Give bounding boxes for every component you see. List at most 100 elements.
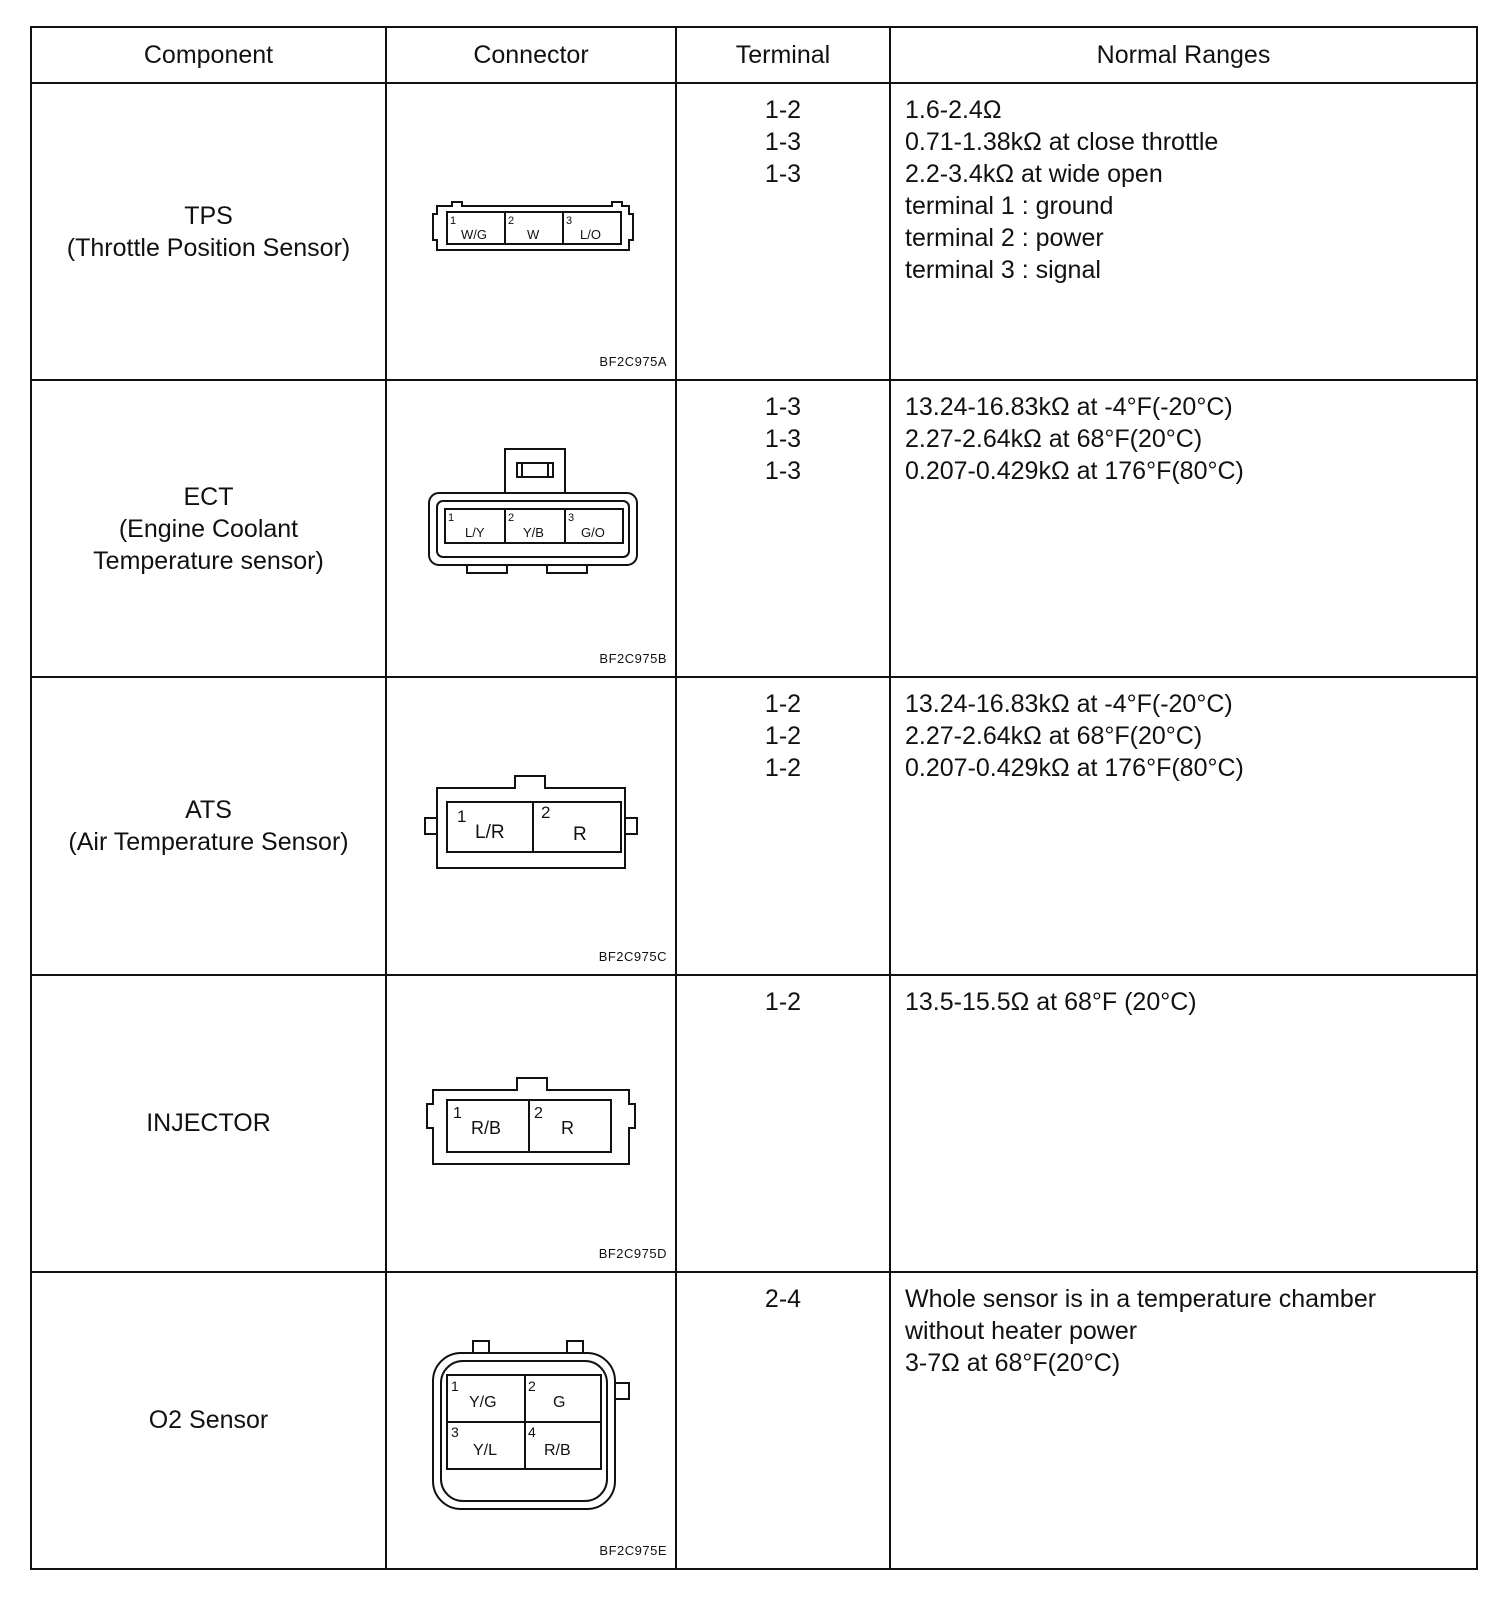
pin-number: 2 (541, 803, 550, 822)
pin-number: 2 (534, 1105, 543, 1122)
spec-sheet: Component Connector Terminal Normal Rang… (30, 26, 1478, 1571)
terminal-cell: 1-2 1-2 1-2 (675, 676, 891, 976)
pin-number: 2 (528, 1378, 536, 1394)
table-row-o2-sensor: O2 Sensor 1 (30, 1270, 1478, 1571)
figure-code: BF2C975B (599, 651, 667, 667)
component-cell: O2 Sensor (30, 1270, 387, 1571)
connector-cell: 1 R/B 2 R BF2C975D (385, 973, 677, 1273)
header-normal-ranges: Normal Ranges (889, 26, 1478, 84)
table-row-ats: ATS (Air Temperature Sensor) 1 L/R (30, 676, 1478, 976)
range-line: 13.24-16.83kΩ at -4°F(-20°C) (905, 393, 1233, 422)
pin-number: 3 (568, 512, 574, 524)
terminal-pair: 1-2 (764, 96, 802, 124)
header-component: Component (30, 26, 387, 84)
figure-code: BF2C975E (599, 1543, 667, 1558)
terminal-pair: 1-3 (764, 425, 802, 454)
pin-number: 2 (508, 215, 514, 227)
range-line: 2.27-2.64kΩ at 68°F(20°C) (905, 425, 1203, 454)
header-row: Component Connector Terminal Normal Rang… (30, 26, 1478, 84)
ect-connector-diagram: 1 L/Y 2 Y/B 3 G/O (428, 448, 638, 575)
pin-wire-label: Y/L (473, 1442, 497, 1459)
terminal-pair: 1-2 (764, 754, 802, 783)
pin-wire-label: Y/B (523, 525, 544, 540)
terminal-pair: 1-2 (764, 690, 802, 719)
range-line: 13.5-15.5Ω at 68°F (20°C) (905, 987, 1197, 1016)
pin-number: 3 (566, 215, 572, 227)
terminal-pair: 1-3 (764, 128, 802, 156)
connector-cell: 1 W/G 2 W 3 L/O BF2C975A (385, 81, 677, 382)
pin-wire-label: W/G (461, 227, 487, 242)
range-line: terminal 2 : power (905, 224, 1104, 252)
tps-connector-diagram: 1 W/G 2 W 3 L/O (432, 201, 634, 251)
range-line: terminal 3 : signal (905, 256, 1101, 284)
connector-cell: 1 L/Y 2 Y/B 3 G/O BF2C975B (385, 379, 677, 679)
range-line: 0.207-0.429kΩ at 176°F(80°C) (905, 754, 1244, 783)
pin-wire-label: L/Y (465, 525, 485, 540)
terminal-pair: 2-4 (764, 1284, 802, 1313)
component-name: INJECTOR (146, 1109, 271, 1138)
pin-wire-label: R/B (471, 1118, 501, 1138)
component-cell: ECT (Engine Coolant Temperature sensor) (30, 379, 387, 679)
injector-connector-diagram: 1 R/B 2 R (426, 1076, 636, 1165)
pin-wire-label: R (561, 1118, 574, 1138)
pin-wire-label: R/B (544, 1442, 571, 1459)
terminal-cell: 2-4 (675, 1270, 891, 1571)
component-cell: ATS (Air Temperature Sensor) (30, 676, 387, 976)
table-row-tps: TPS (Throttle Position Sensor) 1 W/G 2 (30, 81, 1478, 382)
component-description: (Air Temperature Sensor) (68, 827, 349, 856)
pin-wire-label: G (553, 1394, 565, 1411)
resistance-spec-table: Component Connector Terminal Normal Rang… (30, 26, 1478, 1571)
pin-number: 1 (448, 512, 454, 524)
terminal-cell: 1-2 (675, 973, 891, 1273)
table-row-ect: ECT (Engine Coolant Temperature sensor) (30, 379, 1478, 679)
normal-ranges-cell: 13.5-15.5Ω at 68°F (20°C) (889, 973, 1478, 1273)
pin-number: 4 (528, 1424, 536, 1440)
pin-number: 3 (451, 1424, 459, 1440)
terminal-pair: 1-3 (764, 160, 802, 188)
component-cell: INJECTOR (30, 973, 387, 1273)
component-cell: TPS (Throttle Position Sensor) (30, 81, 387, 382)
normal-ranges-cell: 1.6-2.4Ω 0.71-1.38kΩ at close throttle 2… (889, 81, 1478, 382)
terminal-cell: 1-3 1-3 1-3 (675, 379, 891, 679)
terminal-pair: 1-3 (764, 457, 802, 486)
range-line: without heater power (905, 1316, 1138, 1345)
header-connector: Connector (385, 26, 677, 84)
range-line: 0.71-1.38kΩ at close throttle (905, 128, 1219, 156)
figure-code: BF2C975D (598, 1245, 667, 1261)
pin-number: 1 (450, 215, 456, 227)
component-name: ATS (185, 795, 232, 824)
table-row-injector: INJECTOR 1 R/B 2 R BF2C975D (30, 973, 1478, 1273)
range-line: Whole sensor is in a temperature chamber (905, 1284, 1377, 1313)
pin-number: 1 (453, 1105, 462, 1122)
terminal-pair: 1-2 (764, 722, 802, 751)
pin-wire-label: L/R (475, 822, 505, 843)
component-name: TPS (184, 201, 233, 230)
component-description: (Engine Coolant (118, 514, 299, 543)
figure-code: BF2C975A (599, 354, 667, 370)
header-terminal: Terminal (675, 26, 891, 84)
ats-connector-diagram: 1 L/R 2 R (424, 775, 638, 870)
connector-cell: 1 L/R 2 R BF2C975C (385, 676, 677, 976)
pin-wire-label: Y/G (469, 1394, 497, 1411)
o2-sensor-connector-diagram: 1 Y/G 2 G 3 Y/L 4 R/B (432, 1339, 630, 1510)
normal-ranges-cell: 13.24-16.83kΩ at -4°F(-20°C) 2.27-2.64kΩ… (889, 676, 1478, 976)
terminal-cell: 1-2 1-3 1-3 (675, 81, 891, 382)
component-name: ECT (183, 482, 234, 511)
pin-wire-label: R (573, 824, 587, 845)
range-line: 2.27-2.64kΩ at 68°F(20°C) (905, 722, 1203, 751)
range-line: 3-7Ω at 68°F(20°C) (905, 1348, 1121, 1377)
pin-number: 2 (508, 512, 514, 524)
pin-number: 1 (451, 1378, 459, 1394)
connector-cell: 1 Y/G 2 G 3 Y/L 4 R/B BF2C975E (385, 1270, 677, 1571)
range-line: terminal 1 : ground (905, 192, 1114, 220)
pin-wire-label: W (527, 227, 540, 242)
range-line: 1.6-2.4Ω (905, 96, 1002, 124)
component-description: Temperature sensor) (93, 546, 324, 575)
pin-wire-label: L/O (580, 227, 601, 242)
pin-wire-label: G/O (581, 525, 605, 540)
component-name: O2 Sensor (148, 1406, 269, 1435)
component-description: (Throttle Position Sensor) (66, 233, 351, 262)
figure-code: BF2C975C (598, 948, 667, 964)
pin-number: 1 (457, 807, 466, 826)
range-line: 2.2-3.4kΩ at wide open (905, 160, 1163, 188)
